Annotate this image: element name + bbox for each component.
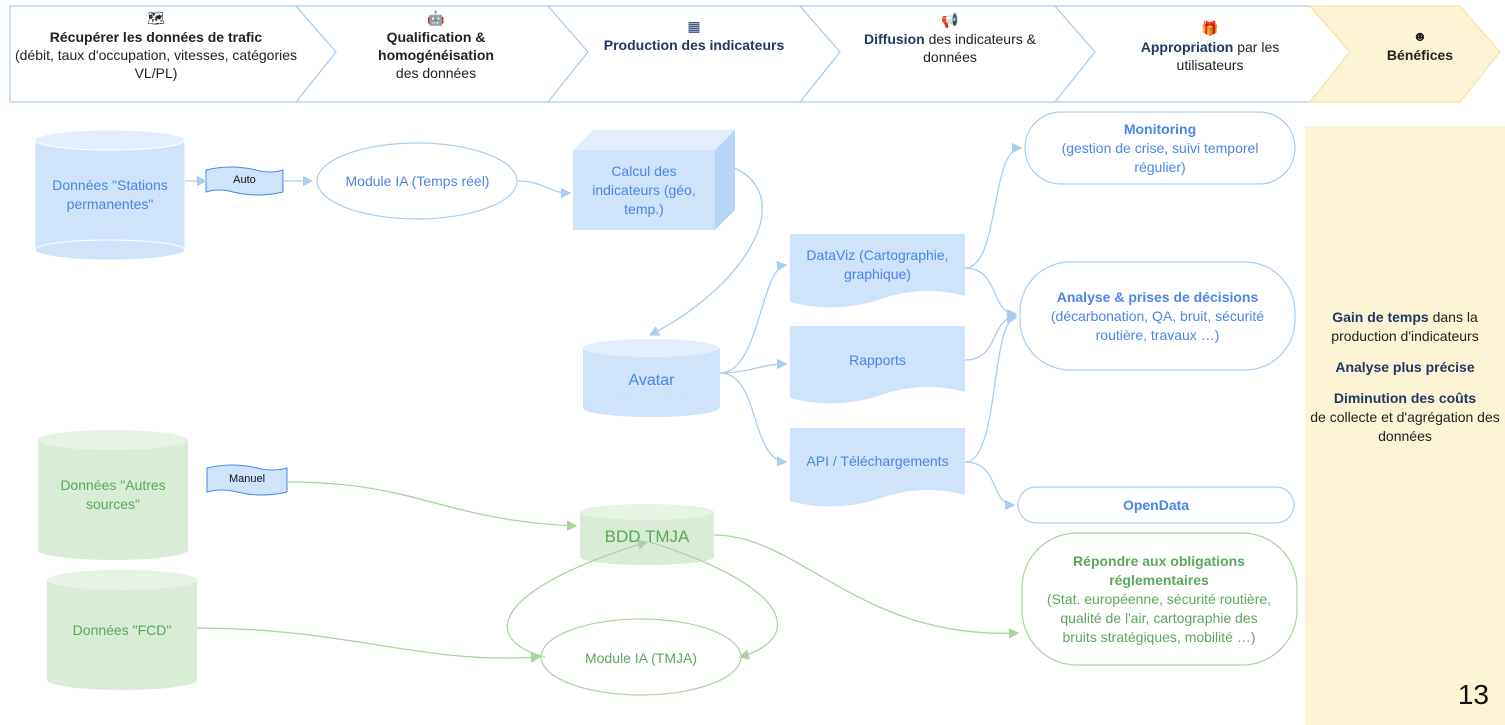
step-2-bold: Qualification & homogénéisation: [378, 29, 494, 63]
step-3: ▦ Production des indicateurs: [594, 16, 794, 54]
blue-arrows: [185, 142, 1023, 511]
dataviz-label: DataViz (Cartographie, graphique): [806, 247, 949, 282]
analyse-box: [1019, 261, 1296, 371]
fcd-cylinder: [47, 570, 197, 690]
step-6: ☻ Bénéfices: [1360, 26, 1480, 64]
monitoring-box: [1024, 111, 1296, 185]
megaphone-icon: 📢: [941, 12, 959, 28]
avatar-label: Avatar: [628, 371, 675, 389]
benefit-2-bold: Analyse plus précise: [1335, 359, 1475, 375]
map-icon: 🗺: [147, 10, 165, 26]
opendata-text: OpenData: [1018, 487, 1294, 523]
opendata-title: OpenData: [1122, 496, 1190, 513]
auto-tag: Auto: [233, 174, 256, 186]
step-1-rest: (débit, taux d'occupation, vitesses, cat…: [14, 47, 298, 81]
reglementaire-desc: (Stat. européenne, sécurité routière, qu…: [1046, 590, 1272, 645]
reglementaire-box: [1021, 532, 1298, 666]
monitoring-title: Monitoring: [1123, 120, 1197, 137]
step-1: 🗺 Récupérer les données de trafic (débit…: [14, 8, 298, 82]
api-label: API / Téléchargements: [806, 452, 949, 469]
step-2-rest: des données: [395, 65, 477, 81]
opendata-box: [1017, 486, 1295, 524]
auto-tag-shape: [205, 166, 284, 196]
process-steps: [9, 5, 1501, 103]
monitoring-desc: (gestion de crise, suivi temporel réguli…: [1061, 139, 1259, 175]
step-5-bold: Appropriation: [1140, 39, 1234, 55]
benefit-3-bold: Diminution des coûts: [1333, 390, 1477, 406]
reglementaire-text: Répondre aux obligations réglementaires …: [1045, 537, 1273, 661]
benefits-panel: Gain de temps dans la production d'indic…: [1305, 126, 1505, 725]
stations-cylinder: [34, 129, 186, 261]
autres-cylinder: [38, 430, 188, 560]
calcul-cube: [573, 130, 735, 230]
rapports-doc: [790, 326, 965, 404]
dataviz-doc: [790, 234, 965, 308]
analyse-desc: (décarbonation, QA, bruit, sécurité rout…: [1050, 307, 1265, 343]
step-1-bold: Récupérer les données de trafic: [49, 29, 263, 45]
monitoring-text: Monitoring (gestion de crise, suivi temp…: [1045, 114, 1275, 182]
step-5: 🎁 Appropriation par les utilisateurs: [1110, 18, 1310, 74]
step-4-bold: Diffusion: [864, 31, 925, 47]
rapports-label: Rapports: [849, 351, 906, 368]
step-4: 📢 Diffusion des indicateurs & données: [850, 10, 1050, 66]
chart-icon: ▦: [687, 18, 701, 34]
autres-label: Données "Autres sources": [60, 477, 166, 512]
benefit-2: Analyse plus précise: [1305, 358, 1505, 377]
step-2: 🤖 Qualification & homogénéisation des do…: [330, 8, 542, 82]
step-6-bold: Bénéfices: [1386, 47, 1454, 63]
page-number: 13: [1457, 679, 1489, 710]
manuel-tag-shape: [206, 464, 288, 496]
robot-icon: 🤖: [427, 10, 445, 26]
stations-label: Données "Stations permanentes": [52, 177, 168, 212]
step-3-bold: Production des indicateurs: [603, 37, 785, 53]
benefit-1-rest: dans la production d'indicateurs: [1331, 309, 1479, 344]
green-arrows: [196, 481, 1020, 663]
module-rt-label: Module IA (Temps réel): [345, 172, 490, 189]
api-doc: [790, 428, 965, 507]
manuel-tag: Manuel: [228, 473, 266, 485]
analyse-text: Analyse & prises de décisions (décarbona…: [1045, 264, 1270, 368]
module-tmja-label: Module IA (TMJA): [584, 649, 698, 666]
gift-icon: 🎁: [1201, 20, 1219, 36]
benefit-3-rest: de collecte et d'agrégation des données: [1310, 409, 1500, 444]
fcd-label: Données "FCD": [72, 621, 172, 638]
reglementaire-title: Répondre aux obligations réglementaires: [1073, 552, 1245, 588]
calcul-label: Calcul des indicateurs (géo, temp.): [592, 162, 696, 217]
step-4-rest: des indicateurs & données: [923, 31, 1036, 65]
bdd-label: BDD TMJA: [604, 526, 690, 546]
step-5-rest: par les utilisateurs: [1176, 39, 1280, 73]
benefit-1: Gain de temps dans la production d'indic…: [1305, 308, 1505, 346]
benefit-1-bold: Gain de temps: [1332, 309, 1429, 325]
avatar-cylinder: [583, 339, 720, 417]
doc-shapes: [790, 234, 965, 507]
bdd-cylinder: [580, 504, 714, 565]
analyse-title: Analyse & prises de décisions: [1056, 288, 1259, 305]
step-chevron-6: [1308, 5, 1501, 103]
smiley-icon: ☻: [1412, 28, 1428, 44]
benefit-3: Diminution des coûts de collecte et d'agr…: [1305, 389, 1505, 446]
